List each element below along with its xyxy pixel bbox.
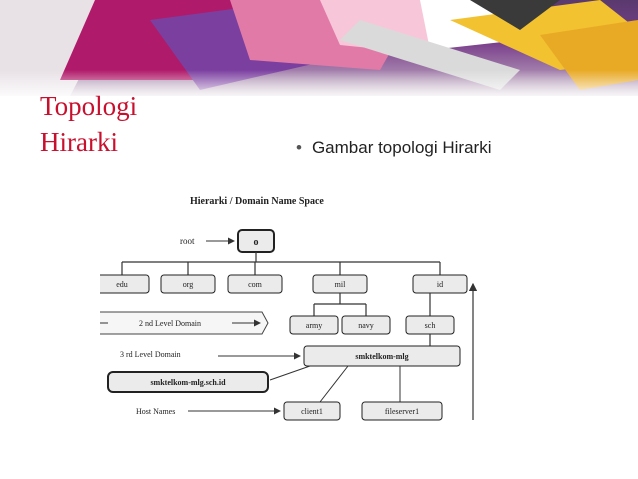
fqdn-node bbox=[107, 371, 269, 393]
tld-label-edu: edu bbox=[116, 280, 128, 289]
tld-node-id bbox=[412, 274, 468, 294]
node-fileserver1 bbox=[361, 401, 443, 421]
banner-fade bbox=[0, 70, 638, 96]
tld-label-com: com bbox=[248, 280, 263, 289]
mil-connectors bbox=[313, 293, 367, 316]
bullet-dot-icon: • bbox=[296, 138, 302, 157]
slide-title-line-1: Topologi bbox=[40, 91, 138, 121]
tld-label-id: id bbox=[437, 280, 443, 289]
fqdn-connector bbox=[269, 365, 311, 381]
node-fileserver1-label: fileserver1 bbox=[385, 407, 419, 416]
tld-node-org bbox=[160, 274, 216, 294]
root-label: root bbox=[180, 236, 195, 246]
root-node-label: o bbox=[254, 237, 259, 248]
node-client1-label: client1 bbox=[301, 407, 323, 416]
second-level-caption: 2 nd Level Domain bbox=[139, 319, 201, 328]
bullet-item: • Gambar topologi Hirarki bbox=[296, 138, 491, 158]
fqdn-label: smktelkom-mlg.sch.id bbox=[150, 378, 226, 387]
root-connectors bbox=[121, 252, 441, 275]
host-names-caption: Host Names bbox=[136, 407, 175, 416]
dns-hierarchy-diagram: Hierarki / Domain Name Space root o edu … bbox=[71, 180, 500, 440]
third-level-caption: 3 rd Level Domain bbox=[120, 350, 181, 359]
node-army-label: army bbox=[306, 321, 322, 330]
slide-title: Topologi Hirarki bbox=[40, 88, 190, 160]
host-connectors bbox=[319, 365, 401, 403]
tld-label-mil: mil bbox=[335, 280, 346, 289]
header-banner-image bbox=[0, 0, 638, 96]
node-sch-label: sch bbox=[425, 321, 436, 330]
tld-label-org: org bbox=[183, 280, 194, 289]
node-navy-label: navy bbox=[358, 321, 374, 330]
node-client1 bbox=[283, 401, 341, 421]
bullet-text: Gambar topologi Hirarki bbox=[311, 138, 492, 157]
node-third-level bbox=[303, 345, 461, 367]
tld-node-com bbox=[227, 274, 283, 294]
node-navy bbox=[341, 315, 391, 335]
slide-title-line-2: Hirarki bbox=[40, 127, 118, 157]
node-third-level-label: smktelkom-mlg bbox=[355, 352, 408, 361]
node-army bbox=[289, 315, 339, 335]
diagram-heading: Hierarki / Domain Name Space bbox=[190, 196, 324, 207]
